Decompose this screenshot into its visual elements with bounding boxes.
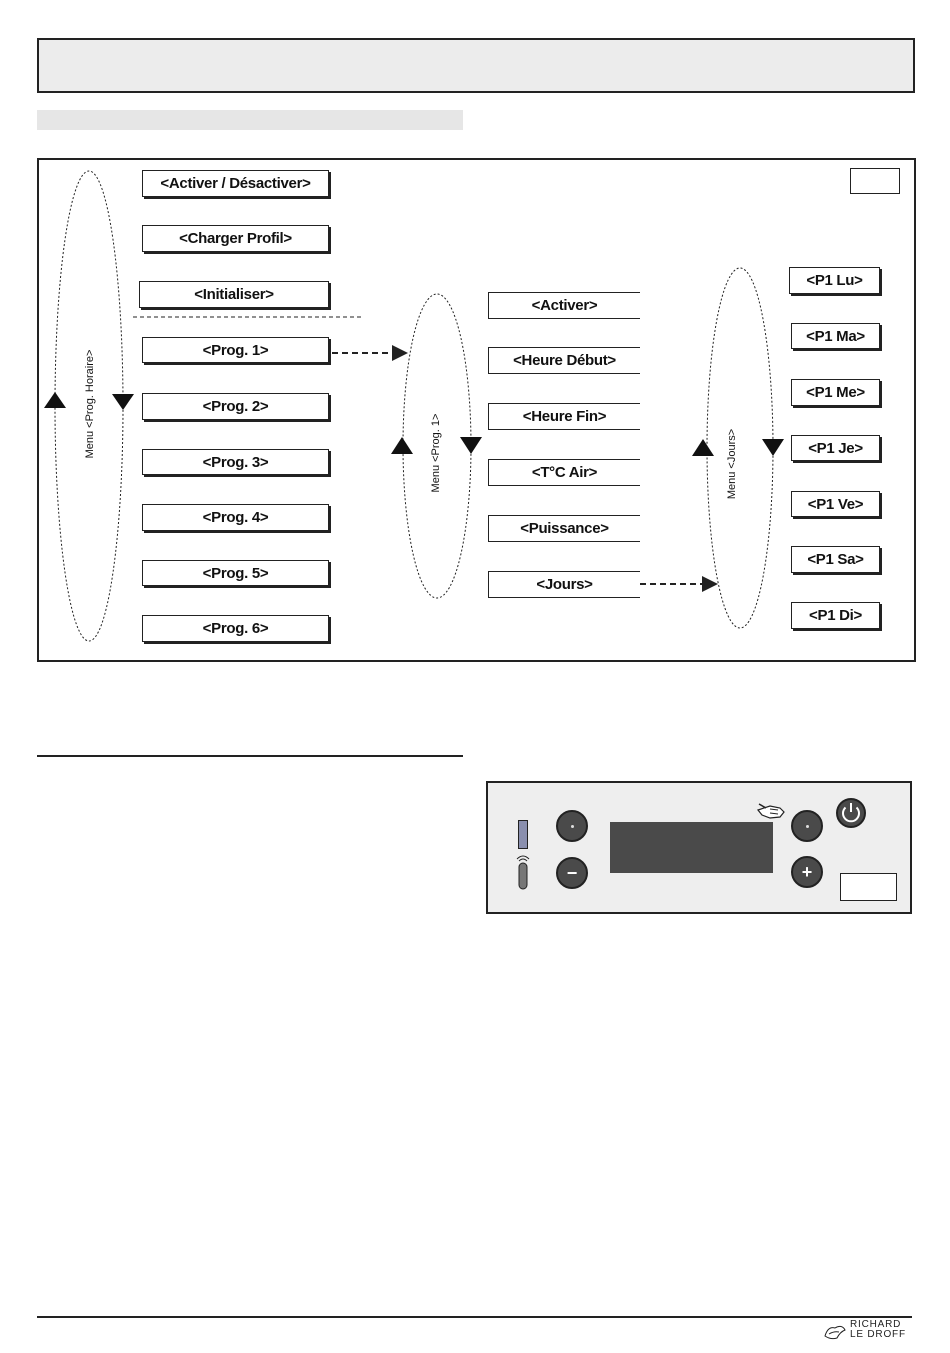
footer-rule bbox=[37, 1316, 912, 1318]
brand-name: RICHARD LE DROFF bbox=[850, 1320, 906, 1340]
day-item-ve: <P1 Ve> bbox=[791, 491, 880, 517]
middle-down-arrow-icon bbox=[460, 437, 482, 454]
middle-up-arrow-icon bbox=[391, 437, 413, 454]
day-item-me: <P1 Me> bbox=[791, 379, 880, 406]
menu-item-prog-6: <Prog. 6> bbox=[142, 615, 329, 642]
brand-logo-icon bbox=[824, 1325, 846, 1340]
minus-button[interactable]: − bbox=[556, 857, 588, 889]
submenu-item-activer: <Activer> bbox=[488, 292, 640, 319]
lcd-screen bbox=[610, 822, 773, 873]
day-item-sa: <P1 Sa> bbox=[791, 546, 880, 573]
section-divider bbox=[37, 755, 463, 757]
page-header-box bbox=[37, 38, 915, 93]
status-indicator bbox=[518, 820, 528, 849]
menu-item-prog-2: <Prog. 2> bbox=[142, 393, 329, 420]
plus-icon: + bbox=[801, 861, 813, 882]
left-down-arrow-icon bbox=[112, 394, 134, 410]
day-item-lu: <P1 Lu> bbox=[789, 267, 880, 294]
left-menu-label: Menu <Prog. Horaire> bbox=[84, 349, 96, 459]
submenu-item-tc-air: <T°C Air> bbox=[488, 459, 640, 486]
diagram-corner-box bbox=[850, 168, 900, 194]
day-item-ma: <P1 Ma> bbox=[791, 323, 880, 349]
power-icon bbox=[842, 803, 860, 823]
right-menu-cycle-ellipse bbox=[706, 267, 774, 629]
menu-item-activer-desactiver: <Activer / Désactiver> bbox=[142, 170, 329, 197]
right-up-arrow-icon bbox=[692, 439, 714, 456]
menu-knob-right-top[interactable] bbox=[791, 810, 823, 842]
day-item-di: <P1 Di> bbox=[791, 602, 880, 629]
right-down-arrow-icon bbox=[762, 439, 784, 456]
menu-item-initialiser: <Initialiser> bbox=[139, 281, 329, 308]
left-up-arrow-icon bbox=[44, 392, 66, 408]
section-title-bar bbox=[37, 110, 463, 130]
submenu-item-jours: <Jours> bbox=[488, 571, 640, 598]
menu-item-charger-profil: <Charger Profil> bbox=[142, 225, 329, 252]
menu-item-prog-3: <Prog. 3> bbox=[142, 449, 329, 475]
menu-item-prog-1: <Prog. 1> bbox=[142, 337, 329, 363]
minus-icon: − bbox=[566, 862, 578, 883]
right-menu-label: Menu <Jours> bbox=[726, 428, 738, 500]
middle-menu-label: Menu <Prog. 1> bbox=[430, 413, 442, 493]
plus-button[interactable]: + bbox=[791, 856, 823, 888]
menu-item-prog-5: <Prog. 5> bbox=[142, 560, 329, 586]
hand-pointer-icon bbox=[756, 803, 785, 819]
menu-knob-left-top[interactable] bbox=[556, 810, 588, 842]
power-button[interactable] bbox=[835, 797, 867, 829]
submenu-item-puissance: <Puissance> bbox=[488, 515, 640, 542]
signal-sensor-icon bbox=[516, 855, 530, 890]
panel-corner-box bbox=[840, 873, 897, 901]
brand-line-1: RICHARD bbox=[850, 1319, 902, 1330]
menu-item-prog-4: <Prog. 4> bbox=[142, 504, 329, 531]
submenu-item-heure-fin: <Heure Fin> bbox=[488, 403, 640, 430]
day-item-je: <P1 Je> bbox=[791, 435, 880, 461]
brand-line-2: LE DROFF bbox=[850, 1329, 906, 1340]
submenu-item-heure-debut: <Heure Début> bbox=[488, 347, 640, 374]
